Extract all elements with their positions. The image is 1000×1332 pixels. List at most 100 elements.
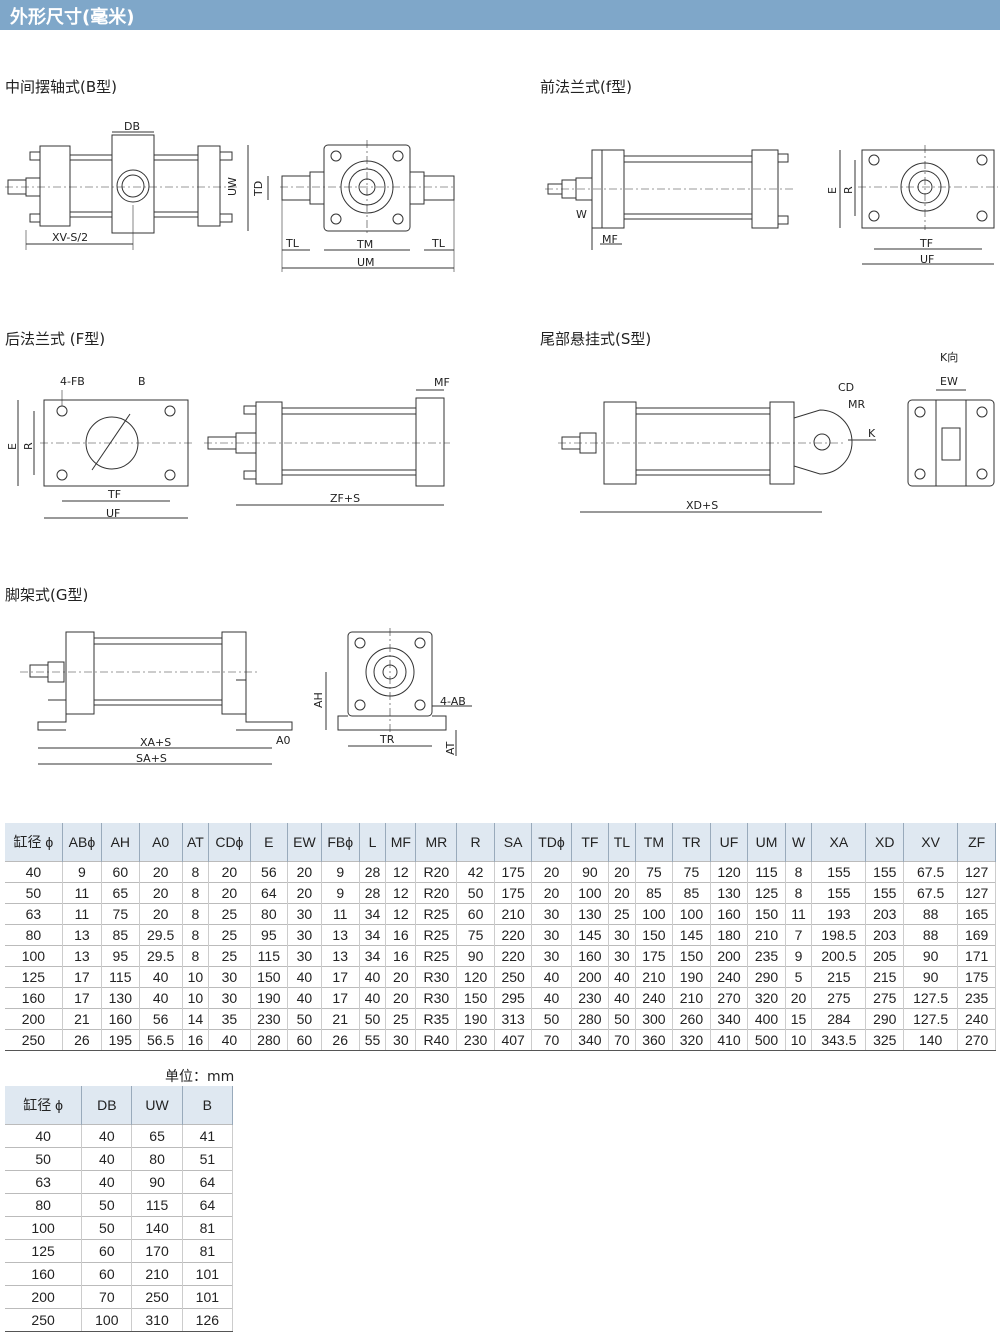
table-cell: 56 — [250, 861, 289, 883]
table-cell: 300 — [635, 1008, 674, 1030]
table-cell: 120 — [456, 966, 495, 988]
table-cell: 20 — [785, 987, 813, 1009]
section-title-b: 中间摆轴式(B型) — [5, 78, 117, 96]
table-cell: 193 — [811, 903, 867, 925]
table-cell: 50 — [5, 1147, 83, 1171]
table-cell: 30 — [531, 945, 572, 967]
table-cell: 25 — [208, 924, 251, 946]
table-cell: 30 — [531, 903, 572, 925]
table-cell: 34 — [359, 903, 387, 925]
section-title-rear-flange: 后法兰式 (F型) — [5, 330, 106, 348]
table-cell: 125 — [747, 882, 786, 904]
table-cell: 65 — [131, 1124, 183, 1148]
table-cell: 40 — [81, 1147, 133, 1171]
table-cell: 210 — [672, 987, 711, 1009]
table-cell: 210 — [131, 1262, 183, 1286]
table-cell: 195 — [101, 1029, 140, 1051]
table-cell: 200.5 — [811, 945, 867, 967]
table-cell: R25 — [415, 945, 458, 967]
column-header: A0 — [139, 823, 183, 862]
table-cell: 160 — [571, 945, 610, 967]
table-cell: 125 — [5, 1239, 83, 1263]
table-cell: 250 — [5, 1029, 63, 1051]
label-w: W — [576, 208, 587, 221]
label-e-rear: E — [6, 443, 19, 450]
table-cell: 25 — [385, 1008, 417, 1030]
table-cell: 11 — [321, 903, 360, 925]
table-cell: 29.5 — [139, 924, 183, 946]
table-cell: 90 — [131, 1170, 183, 1194]
table-cell: 340 — [710, 1008, 749, 1030]
table-cell: 230 — [571, 987, 610, 1009]
table-cell: 20 — [208, 882, 251, 904]
table-cell: 30 — [208, 987, 251, 1009]
label-tm: TM — [356, 238, 373, 251]
table-cell: 16 — [182, 1029, 210, 1051]
table-cell: 60 — [456, 903, 495, 925]
table-cell: 90 — [903, 945, 959, 967]
table-cell: 40 — [287, 987, 322, 1009]
g-type-side-view — [20, 631, 293, 765]
table-cell: 80 — [5, 924, 63, 946]
label-sa: SA+S — [136, 752, 167, 765]
table-cell: 25 — [208, 903, 251, 925]
table-cell: 30 — [287, 945, 322, 967]
table-cell: R25 — [415, 924, 458, 946]
s-type-k-view — [907, 389, 995, 487]
table-cell: 11 — [785, 903, 813, 925]
table-cell: R40 — [415, 1029, 458, 1051]
table-cell: 95 — [250, 924, 289, 946]
table-cell: 9 — [321, 861, 360, 883]
table-cell: 160 — [101, 1008, 140, 1030]
table-cell: 275 — [865, 987, 905, 1009]
table-cell: 190 — [672, 966, 711, 988]
table-cell: 40 — [359, 966, 387, 988]
table-cell: 17 — [321, 987, 360, 1009]
label-xd: XD+S — [686, 499, 718, 512]
table-cell: 5 — [785, 966, 813, 988]
column-header: CDϕ — [208, 823, 251, 862]
table-cell: 50 — [287, 1008, 322, 1030]
table-cell: 60 — [81, 1262, 133, 1286]
table-cell: 60 — [81, 1239, 133, 1263]
table-cell: 51 — [182, 1147, 234, 1171]
table-cell: 400 — [747, 1008, 786, 1030]
b-type-end-view — [247, 140, 456, 272]
table-cell: 63 — [5, 903, 63, 925]
column-header: AT — [182, 823, 210, 862]
column-header: TF — [571, 823, 610, 862]
table-cell: 40 — [139, 987, 183, 1009]
column-header: B — [182, 1086, 234, 1125]
column-header: AH — [101, 823, 140, 862]
table-cell: 295 — [494, 987, 533, 1009]
table-cell: 40 — [208, 1029, 251, 1051]
table-cell: 115 — [250, 945, 289, 967]
table-cell: 8 — [182, 945, 210, 967]
table-cell: 127.5 — [903, 987, 959, 1009]
table-cell: 180 — [710, 924, 749, 946]
label-r-rear: R — [22, 442, 35, 450]
table-cell: R20 — [415, 882, 458, 904]
table-cell: 175 — [494, 882, 533, 904]
table-cell: 15 — [785, 1008, 813, 1030]
table-cell: 26 — [321, 1029, 360, 1051]
title-bar: 外形尺寸(毫米) — [0, 0, 1000, 30]
table-cell: 240 — [635, 987, 674, 1009]
table-cell: 10 — [182, 987, 210, 1009]
table-cell: 20 — [608, 861, 636, 883]
table-cell: 115 — [747, 861, 786, 883]
table-cell: 21 — [321, 1008, 360, 1030]
section-title-g: 脚架式(G型) — [5, 586, 89, 604]
table-cell: 115 — [131, 1193, 183, 1217]
table-cell: 64 — [182, 1170, 234, 1194]
table-cell: 34 — [359, 945, 387, 967]
table-cell: 160 — [5, 1262, 83, 1286]
